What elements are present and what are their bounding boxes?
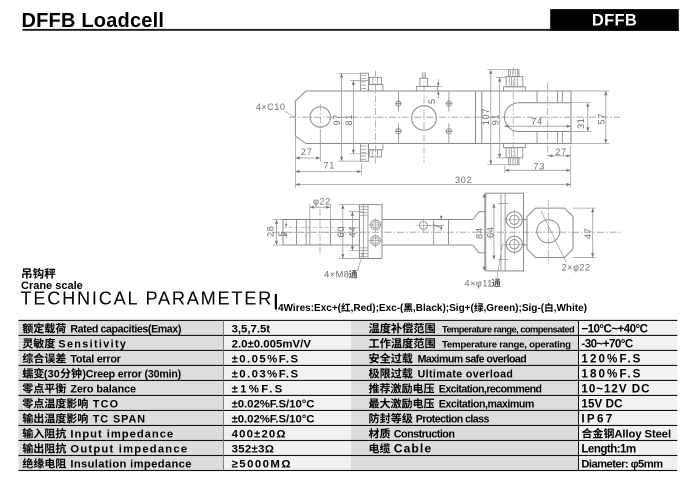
svg-text:Excitation,recommend: Excitation,recommend [439, 383, 542, 395]
svg-text:-30~+70°C: -30~+70°C [581, 337, 633, 350]
svg-text:Protection class: Protection class [416, 413, 490, 425]
svg-text:27: 27 [301, 147, 313, 157]
svg-text:,Red);Exc-(: ,Red);Exc-( [351, 303, 404, 314]
svg-text:64: 64 [486, 226, 496, 238]
svg-text:Temperature range, compensated: Temperature range, compensated [442, 324, 575, 334]
svg-text:44: 44 [348, 226, 358, 238]
svg-text:±0.02%F.S/10°C: ±0.02%F.S/10°C [232, 413, 315, 425]
svg-text:Excitation,maximum: Excitation,maximum [439, 398, 534, 410]
svg-text:57: 57 [597, 113, 607, 125]
svg-text:28: 28 [266, 225, 276, 237]
svg-text:Temperature range, operating: Temperature range, operating [442, 339, 571, 350]
svg-text:Construction: Construction [394, 428, 455, 440]
svg-text:DFFB: DFFB [592, 11, 637, 29]
svg-text:φ22: φ22 [313, 196, 331, 206]
svg-text:Insulation impedance: Insulation impedance [70, 458, 191, 470]
svg-text:,Green);Sig-(: ,Green);Sig-( [484, 303, 545, 314]
svg-text:352±3Ω: 352±3Ω [232, 443, 275, 455]
svg-text:Alloy Steel: Alloy Steel [614, 428, 671, 440]
svg-text:60: 60 [336, 226, 346, 238]
svg-text:Output impedance: Output impedance [70, 443, 188, 455]
svg-text:47: 47 [583, 227, 593, 239]
svg-text:,White): ,White) [554, 303, 587, 314]
svg-text:Diameter: φ5mm: Diameter: φ5mm [581, 458, 663, 470]
svg-text:84: 84 [475, 227, 485, 239]
svg-text:7: 7 [432, 224, 442, 229]
svg-text:|: | [274, 291, 279, 310]
svg-text:Sensitivity: Sensitivity [58, 338, 127, 350]
svg-text:±0.02%F.S/10°C: ±0.02%F.S/10°C [232, 398, 315, 410]
svg-text:4×M8: 4×M8 [324, 270, 349, 280]
svg-text:IP67: IP67 [581, 412, 614, 425]
svg-text:TECHNICAL PARAMETER: TECHNICAL PARAMETER [21, 289, 274, 309]
svg-text:4×φ11: 4×φ11 [464, 278, 492, 288]
svg-text:31: 31 [576, 117, 586, 129]
svg-text:,Black);Sig+(: ,Black);Sig+( [413, 303, 475, 314]
svg-text:71: 71 [324, 160, 336, 170]
svg-text:120%F.S: 120%F.S [581, 352, 642, 365]
svg-text:15V DC: 15V DC [581, 397, 623, 410]
svg-text:Total error: Total error [70, 353, 121, 365]
svg-text:5: 5 [427, 99, 437, 104]
svg-text:180%F.S: 180%F.S [581, 367, 642, 380]
svg-text:2×φ22: 2×φ22 [562, 262, 591, 272]
svg-text:Length:1m: Length:1m [581, 442, 636, 455]
svg-text:(30: (30 [44, 368, 60, 380]
svg-text:Ultimate overload: Ultimate overload [418, 368, 514, 380]
svg-text:−10°C~+40°C: −10°C~+40°C [581, 322, 648, 335]
svg-text:Maximum safe overload: Maximum safe overload [418, 353, 527, 365]
svg-text:27: 27 [555, 147, 567, 157]
svg-text:107: 107 [481, 108, 491, 125]
svg-text:81: 81 [344, 114, 354, 126]
svg-text:Zero balance: Zero balance [70, 383, 136, 395]
svg-text:≥5000MΩ: ≥5000MΩ [232, 458, 292, 470]
svg-text:3,5,7.5t: 3,5,7.5t [232, 323, 271, 335]
svg-text:302: 302 [455, 175, 472, 185]
svg-text:73: 73 [533, 161, 545, 171]
svg-text:5: 5 [277, 231, 287, 236]
svg-text:10~12V DC: 10~12V DC [581, 382, 650, 395]
svg-text:91: 91 [491, 114, 501, 126]
svg-text:DFFB Loadcell: DFFB Loadcell [22, 10, 165, 32]
svg-text:74: 74 [531, 117, 543, 127]
svg-text:±1%F.S: ±1%F.S [232, 383, 285, 395]
svg-text:Crane scale: Crane scale [21, 280, 83, 292]
svg-text:Input impedance: Input impedance [70, 428, 174, 440]
svg-text:97: 97 [332, 114, 342, 126]
svg-text:TC SPAN: TC SPAN [93, 413, 146, 425]
svg-text:Cable: Cable [394, 441, 432, 455]
svg-text:±0.05%F.S: ±0.05%F.S [232, 353, 300, 365]
svg-text:2.0±0.005mV/V: 2.0±0.005mV/V [232, 338, 312, 350]
svg-text:4Wires:Exc+(: 4Wires:Exc+( [278, 303, 342, 314]
svg-text:±0.03%F.S: ±0.03%F.S [232, 368, 300, 380]
svg-text:400±20Ω: 400±20Ω [232, 428, 287, 440]
svg-text:)Creep error (30min): )Creep error (30min) [82, 368, 181, 380]
svg-text:4×C10: 4×C10 [256, 102, 286, 112]
svg-text:Rated capacities(Emax): Rated capacities(Emax) [70, 323, 181, 335]
svg-text:TCO: TCO [93, 398, 120, 410]
